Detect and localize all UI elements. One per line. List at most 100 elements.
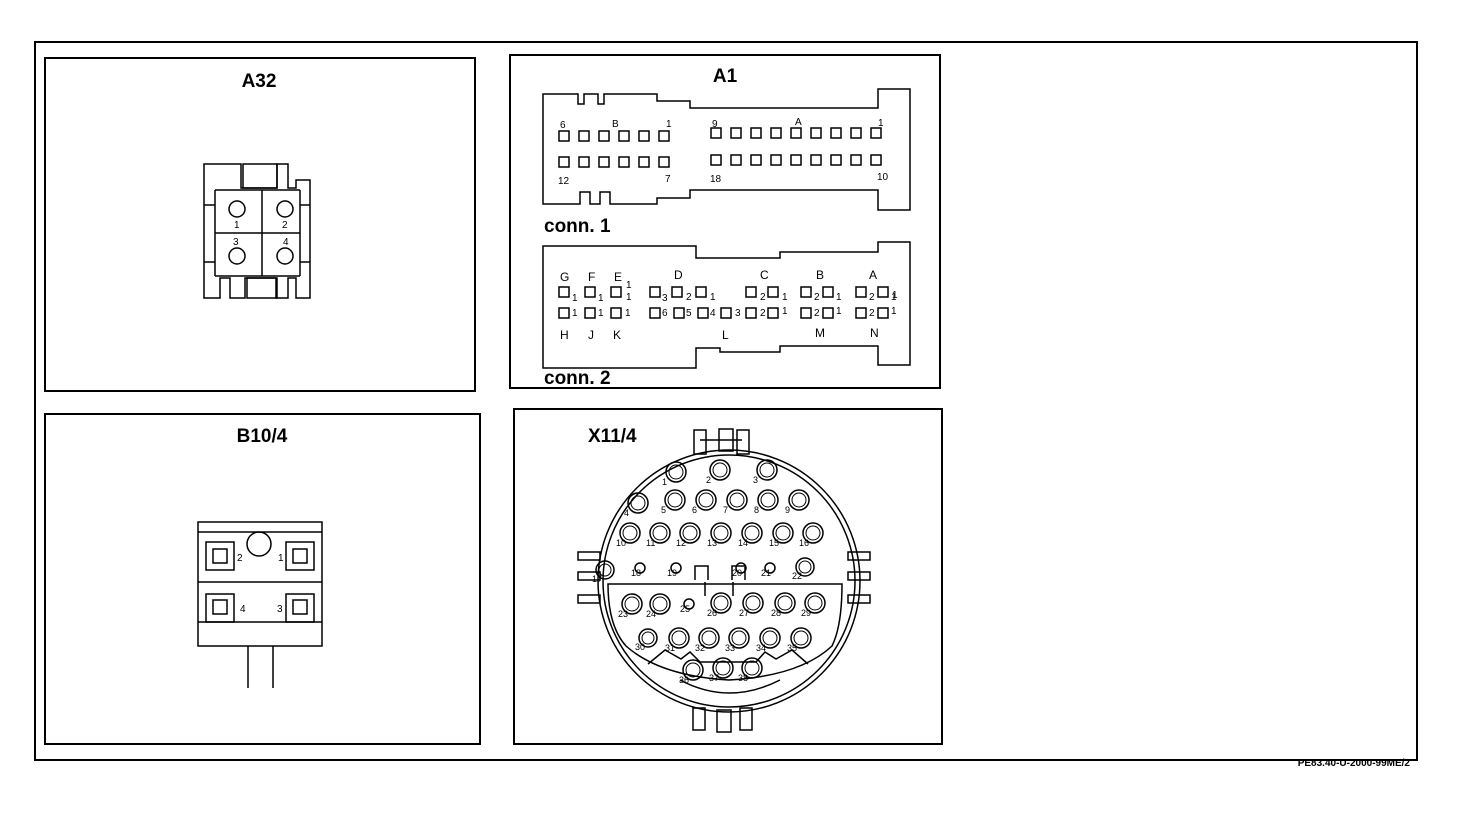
x11-4-pin-number: 2 <box>706 475 711 485</box>
a1-conn2-pin-number: 1 <box>710 292 716 303</box>
x11-4-pin <box>634 562 646 574</box>
x11-4-pin-number: 13 <box>707 538 717 548</box>
a1-conn2-pin <box>584 307 596 319</box>
x11-4-pin <box>728 627 750 649</box>
a1-conn1-pin <box>638 156 650 168</box>
x11-4-pin-inner <box>759 462 775 478</box>
a1-conn1-label: 7 <box>665 174 671 185</box>
a1-conn2-pin <box>767 286 779 298</box>
a1-conn2-pin-number: 2 <box>814 308 820 319</box>
x11-4-pin <box>710 522 732 544</box>
a1-conn2-pins <box>558 286 889 319</box>
a1-conn2-pin-number: 2 <box>869 292 875 303</box>
x11-4-pin-number: 15 <box>769 538 779 548</box>
a32-pin-label: 3 <box>233 237 239 248</box>
x11-4-pin-number: 5 <box>661 505 666 515</box>
x11-4-pin <box>764 562 776 574</box>
x11-4-pin-inner <box>671 630 687 646</box>
a1-conn1-label: 6 <box>560 120 566 131</box>
x11-4-pin-inner <box>777 595 793 611</box>
x11-4-pin <box>679 522 701 544</box>
a1-conn2-pin-number: 3 <box>662 293 668 304</box>
x11-4-pin <box>595 560 615 580</box>
a1-conn2-pin-number: 1 <box>626 292 632 303</box>
x11-4-pin-number: 34 <box>756 643 766 653</box>
x11-4-pin <box>788 489 810 511</box>
x11-4-pin <box>756 459 778 481</box>
x11-4-pin <box>695 489 717 511</box>
a1-conn1-label: 9 <box>712 119 718 130</box>
x11-4-pin <box>665 461 687 483</box>
x11-4-pin-number: 10 <box>616 538 626 548</box>
x11-4-pin-inner <box>630 495 646 511</box>
a1-conn1-pin <box>618 156 630 168</box>
a1-conn2-pin-number: 2 <box>869 308 875 319</box>
x11-4-pin-inner <box>798 560 812 574</box>
a1-conn1-pin <box>770 154 782 166</box>
panel-a32: A32 1 2 3 4 <box>44 57 476 392</box>
panel-x11-4: X11/4 <box>513 408 943 745</box>
x11-4-pin-number: 21 <box>761 568 771 578</box>
a1-conn1-pins <box>558 127 882 168</box>
a1-conn2-pin <box>822 286 834 298</box>
a1-conn2-letter: J <box>588 328 594 342</box>
a32-pin-label: 2 <box>282 220 288 231</box>
b10-4-pin-label: 3 <box>277 604 283 615</box>
a1-conn2-pin <box>767 307 779 319</box>
x11-4-pin-number: 1 <box>662 477 667 487</box>
a1-conn2-pin-number: 2 <box>760 308 766 319</box>
x11-4-pin-inner <box>791 492 807 508</box>
x11-4-pin <box>670 562 682 574</box>
x11-4-pin-inner <box>668 464 684 480</box>
a1-conn2-pin <box>745 307 757 319</box>
a1-conn2-letter: A <box>869 268 877 282</box>
a1-conn2-pin-number: 2 <box>814 292 820 303</box>
a1-conn1-pin <box>658 156 670 168</box>
a1-conn2-letter: D <box>674 268 683 282</box>
x11-4-pin-inner <box>760 492 776 508</box>
x11-4-pin-number: 30 <box>635 642 645 652</box>
a1-conn2-pin <box>695 286 707 298</box>
a1-conn1-pin <box>810 154 822 166</box>
a1-conn2-letter: K <box>613 328 621 342</box>
a32-title: A32 <box>242 71 277 92</box>
x11-4-pin-number: 17 <box>592 574 602 584</box>
outer-frame <box>34 41 1418 761</box>
x11-4-pin-inner <box>762 630 778 646</box>
a1-conn1-pin <box>730 154 742 166</box>
a1-conn1-pin <box>558 130 570 142</box>
a1-conn2-letter: F <box>588 270 595 284</box>
x11-4-pin-inner <box>652 525 668 541</box>
x11-4-pin-inner <box>729 492 745 508</box>
x11-4-pin <box>621 593 643 615</box>
x11-4-pin <box>741 522 763 544</box>
x11-4-pin-number: 12 <box>676 538 686 548</box>
a1-conn2-pin <box>720 307 732 319</box>
a1-conn2-pin <box>673 307 685 319</box>
x11-4-pin-number: 14 <box>738 538 748 548</box>
x11-4-pin-inner <box>713 595 729 611</box>
x11-4-pin-inner <box>805 525 821 541</box>
x11-4-pin-inner <box>667 492 683 508</box>
a1-conn2-pin-number: 1 <box>572 308 578 319</box>
panel-b10-4: B10/4 2 1 4 3 <box>44 413 481 745</box>
a1-conn1-pin <box>750 154 762 166</box>
a1-conn2-pin <box>800 307 812 319</box>
x11-4-pin-inner <box>641 631 655 645</box>
x11-4-pin <box>710 592 732 614</box>
a32-pin-label: 1 <box>234 220 240 231</box>
a1-title: A1 <box>713 66 738 87</box>
a1-conn2-pin-number: 6 <box>662 308 668 319</box>
a1-conn2-pin <box>610 307 622 319</box>
x11-4-pin-number: 16 <box>799 538 809 548</box>
a1-conn2-letter: C <box>760 268 769 282</box>
a1-conn1-pin <box>578 130 590 142</box>
x11-4-pin-number: 7 <box>723 505 728 515</box>
a1-conn1-label: 1 <box>878 118 884 129</box>
x11-4-pin-number: 4 <box>624 508 629 518</box>
x11-4-pin <box>683 598 695 610</box>
a1-conn2-pin <box>558 307 570 319</box>
x11-4-pin-inner <box>652 596 668 612</box>
x11-4-pin-inner <box>744 525 760 541</box>
